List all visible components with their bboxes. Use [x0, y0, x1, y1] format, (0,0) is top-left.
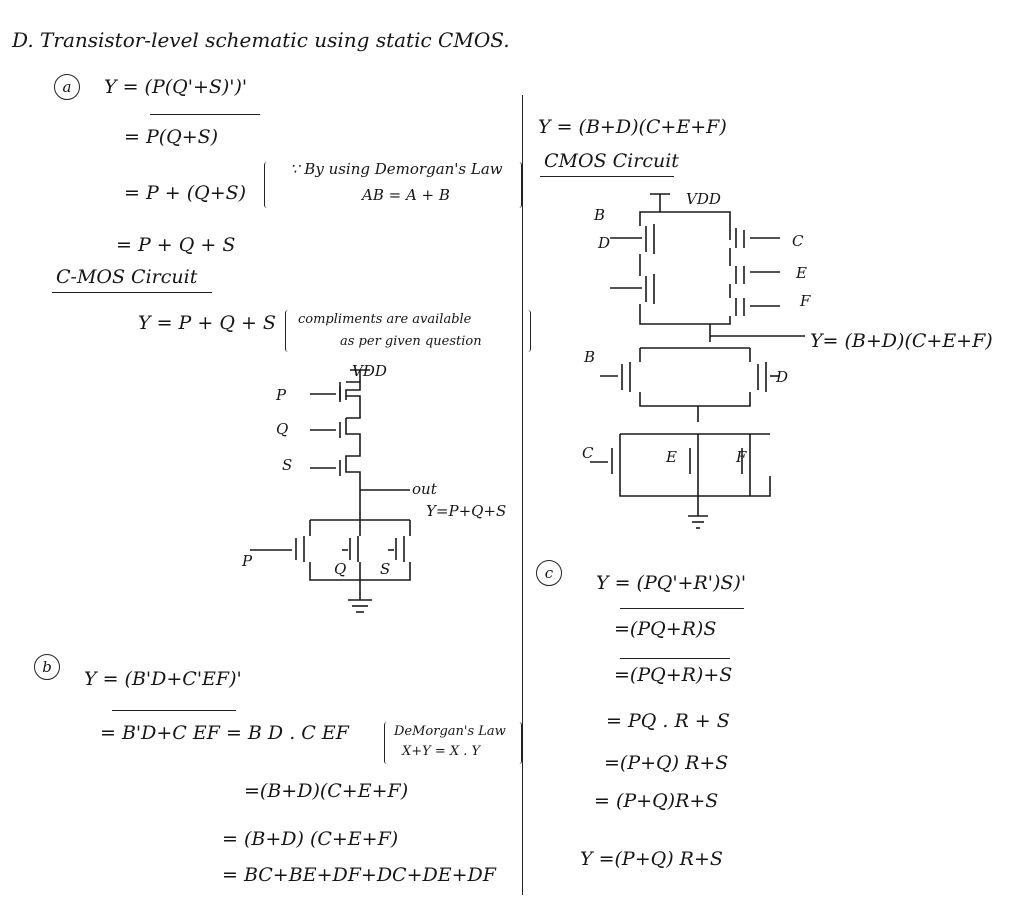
part-b-note-line2: X+Y = X . Y — [402, 744, 481, 759]
page-heading: D. Transistor-level schematic using stat… — [12, 28, 510, 52]
part-a-eq2-overline — [150, 114, 260, 115]
part-a-q-label: Q — [276, 420, 289, 438]
column-divider — [522, 95, 523, 895]
part-b-vdd-label: VDD — [686, 190, 721, 208]
part-b-eq1: Y = (B'D+C'EF)' — [84, 668, 242, 690]
part-b-e-label: E — [796, 264, 807, 282]
part-a-eq4: = P + Q + S — [116, 234, 236, 256]
part-b-eq3: =(B+D)(C+E+F) — [244, 780, 409, 802]
part-c-eq4: = PQ . R + S — [606, 710, 730, 732]
part-a-qn-label: Q — [334, 560, 347, 578]
part-c-eq6: = (P+Q)R+S — [594, 790, 719, 812]
part-a-pn-label: P — [242, 552, 253, 570]
part-c-eq3-overline — [620, 658, 730, 659]
part-b-out-eq: Y= (B+D)(C+E+F) — [810, 330, 993, 352]
part-a-circuit-title: C-MOS Circuit — [56, 266, 198, 288]
part-b-cn-label: C — [582, 444, 594, 462]
part-a-cmos-circuit — [250, 369, 411, 613]
part-a-note-line1: ∵ By using Demorgan's Law — [290, 160, 503, 178]
section-a-underline — [52, 292, 212, 293]
part-b-d-label: D — [598, 234, 611, 252]
part-a-circuit-note-line2: as per given question — [340, 334, 482, 349]
part-b-label: b — [34, 654, 60, 680]
part-a-p-label: P — [276, 386, 287, 404]
part-a-out-eq: Y=P+Q+S — [426, 502, 507, 520]
part-b-circuit-eq: Y = (B+D)(C+E+F) — [538, 116, 727, 138]
part-b-circuit-title: CMOS Circuit — [544, 150, 679, 172]
part-a-eq3: = P + (Q+S) — [124, 182, 247, 204]
part-a-circuit-eq: Y = P + Q + S — [138, 312, 276, 334]
part-c-eq1: Y = (PQ'+R')S)' — [596, 572, 747, 594]
part-c-eq3: =(PQ+R)+S — [614, 664, 733, 686]
part-a-vdd-label: VDD — [352, 362, 387, 380]
part-a-eq2: = P(Q+S) — [124, 126, 219, 148]
part-a-s-label: S — [282, 456, 293, 474]
part-c-eq7: Y =(P+Q) R+S — [580, 848, 723, 870]
part-b-eq4: = (B+D) (C+E+F) — [222, 828, 399, 850]
part-b-b-label: B — [594, 206, 606, 224]
part-b-bn-label: B — [584, 348, 596, 366]
part-c-label: c — [536, 560, 562, 586]
part-b-f-label: F — [800, 292, 811, 310]
part-a-out-label: out — [412, 480, 437, 498]
part-b-eq2-overline — [112, 710, 236, 711]
part-a-label: a — [54, 74, 80, 100]
part-a-circuit-note-bracket — [285, 310, 531, 352]
part-a-note-bracket — [264, 162, 522, 208]
part-b-cmos-circuit — [590, 193, 805, 529]
part-a-sn-label: S — [380, 560, 391, 578]
part-b-dn-label: D — [776, 368, 789, 386]
part-b-note-bracket — [384, 722, 522, 764]
part-b-eq2: = B'D+C EF = B D . C EF — [100, 722, 349, 744]
part-b-note-line1: DeMorgan's Law — [394, 724, 506, 739]
part-a-note-line2: AB = A + B — [362, 186, 450, 204]
part-b-en-label: E — [666, 448, 677, 466]
part-a-circuit-note-line1: compliments are available — [298, 312, 472, 327]
part-b-c-label: C — [792, 232, 804, 250]
part-c-eq2: =(PQ+R)S — [614, 618, 717, 640]
part-c-eq5: =(P+Q) R+S — [604, 752, 729, 774]
part-a-eq1: Y = (P(Q'+S)')' — [104, 76, 248, 98]
part-b-eq5: = BC+BE+DF+DC+DE+DF — [222, 864, 496, 886]
part-c-eq2-overline — [620, 608, 744, 609]
section-right-underline — [540, 176, 674, 177]
part-b-fn-label: F — [736, 448, 747, 466]
